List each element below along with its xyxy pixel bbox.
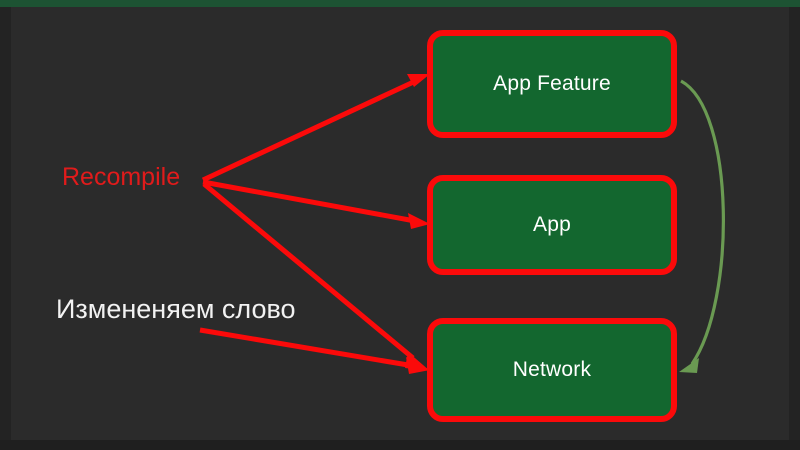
- top-accent-strip: [0, 0, 800, 7]
- arrow-recompile-to-network: [202, 182, 430, 371]
- node-app-feature-label: App Feature: [493, 72, 611, 95]
- bottom-edge-band: [0, 440, 800, 450]
- node-network-label: Network: [512, 358, 592, 381]
- arrow-recompile-to-app: [202, 179, 430, 229]
- arrow-recompile-to-app-feature: [201, 74, 430, 183]
- node-app-feature[interactable]: App Feature: [427, 30, 677, 138]
- node-app[interactable]: App: [427, 175, 677, 275]
- left-edge-band: [0, 7, 11, 450]
- right-edge-band: [789, 7, 800, 450]
- annotation-recompile: Recompile: [62, 163, 181, 191]
- arrow-change-word-to-network: [199, 327, 430, 374]
- node-app-label: App: [533, 213, 571, 236]
- node-network[interactable]: Network: [427, 318, 677, 422]
- arrow-app-feature-to-network: [679, 79, 725, 373]
- annotation-change-word: Измененяем слово: [56, 294, 296, 324]
